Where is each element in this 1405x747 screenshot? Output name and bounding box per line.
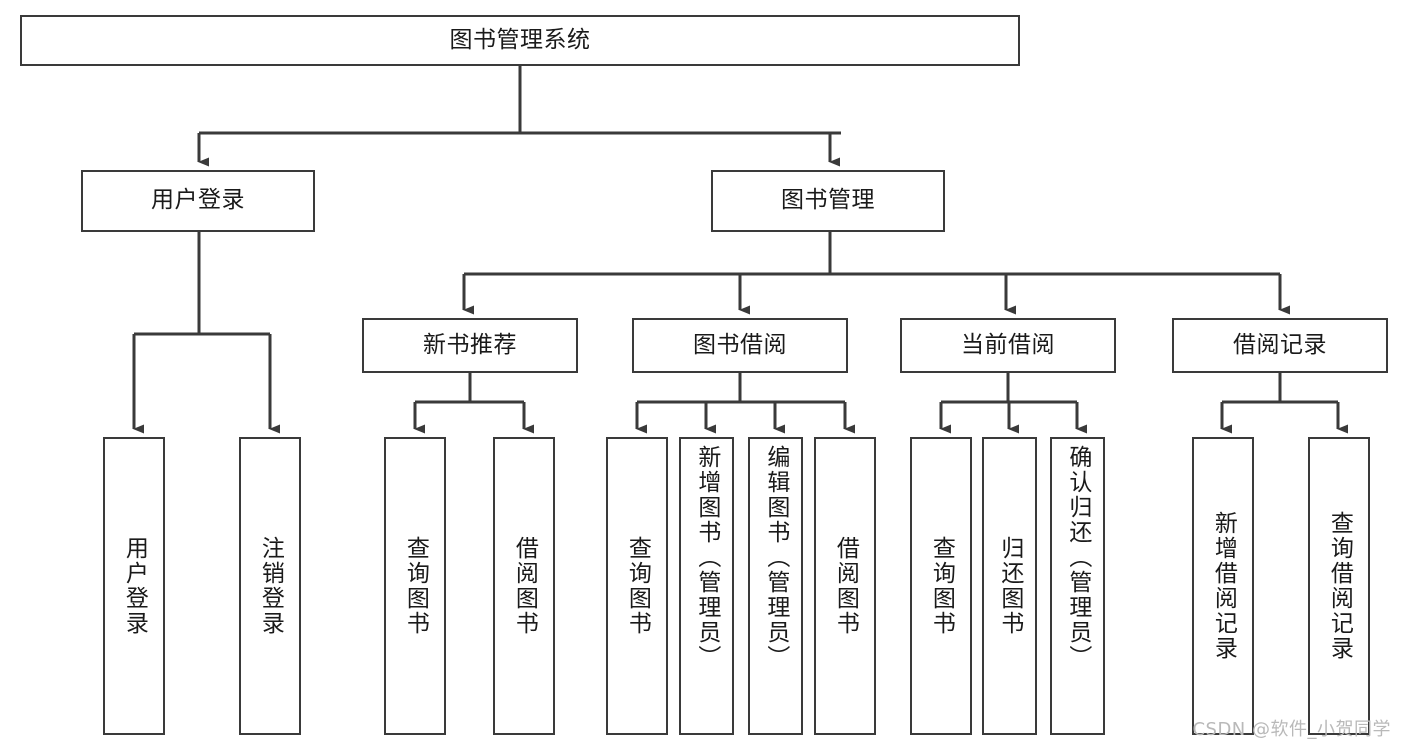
node-label: 借阅图书 [832, 536, 859, 636]
node-label: 图书管理 [781, 187, 875, 214]
node-label: 借阅记录 [1233, 331, 1327, 358]
node-label: 确认归还（管理员） [1064, 445, 1091, 670]
node-user-login[interactable]: 用户登录 [81, 170, 315, 232]
node-book-borrow[interactable]: 图书借阅 [632, 318, 848, 373]
node-leaf-query-book-borrow[interactable]: 查询图书 [606, 437, 668, 735]
node-leaf-edit-book-admin[interactable]: 编辑图书（管理员） [748, 437, 803, 735]
node-label: 查询图书 [402, 536, 429, 636]
node-leaf-add-borrow-record[interactable]: 新增借阅记录 [1192, 437, 1254, 735]
node-leaf-query-book-current[interactable]: 查询图书 [910, 437, 972, 735]
node-label: 查询图书 [928, 536, 955, 636]
watermark-text: CSDN @软件_小贺同学 [1192, 719, 1391, 740]
node-label: 借阅图书 [511, 536, 538, 636]
node-leaf-user-logout[interactable]: 注销登录 [239, 437, 301, 735]
node-label: 图书管理系统 [449, 26, 591, 53]
node-leaf-query-borrow-record[interactable]: 查询借阅记录 [1308, 437, 1370, 735]
node-label: 用户登录 [151, 187, 245, 214]
node-new-book-recommend[interactable]: 新书推荐 [362, 318, 578, 373]
node-label: 注销登录 [257, 536, 284, 636]
node-leaf-query-book-recommend[interactable]: 查询图书 [384, 437, 446, 735]
node-current-borrow[interactable]: 当前借阅 [900, 318, 1116, 373]
node-label: 新书推荐 [423, 331, 517, 358]
node-leaf-confirm-return-admin[interactable]: 确认归还（管理员） [1050, 437, 1105, 735]
node-leaf-user-login[interactable]: 用户登录 [103, 437, 165, 735]
node-label: 归还图书 [996, 536, 1023, 636]
node-leaf-return-book[interactable]: 归还图书 [982, 437, 1037, 735]
node-label: 查询图书 [624, 536, 651, 636]
node-root-system[interactable]: 图书管理系统 [20, 15, 1020, 66]
node-leaf-add-book-admin[interactable]: 新增图书（管理员） [679, 437, 734, 735]
node-label: 查询借阅记录 [1326, 511, 1353, 661]
node-label: 当前借阅 [961, 331, 1055, 358]
node-label: 图书借阅 [693, 331, 787, 358]
node-label: 新增图书（管理员） [693, 445, 720, 670]
node-leaf-borrow-book-recommend[interactable]: 借阅图书 [493, 437, 555, 735]
node-label: 编辑图书（管理员） [762, 445, 789, 670]
node-label: 新增借阅记录 [1210, 511, 1237, 661]
node-borrow-record[interactable]: 借阅记录 [1172, 318, 1388, 373]
node-book-manage[interactable]: 图书管理 [711, 170, 945, 232]
node-label: 用户登录 [121, 536, 148, 636]
node-leaf-borrow-book-borrow[interactable]: 借阅图书 [814, 437, 876, 735]
